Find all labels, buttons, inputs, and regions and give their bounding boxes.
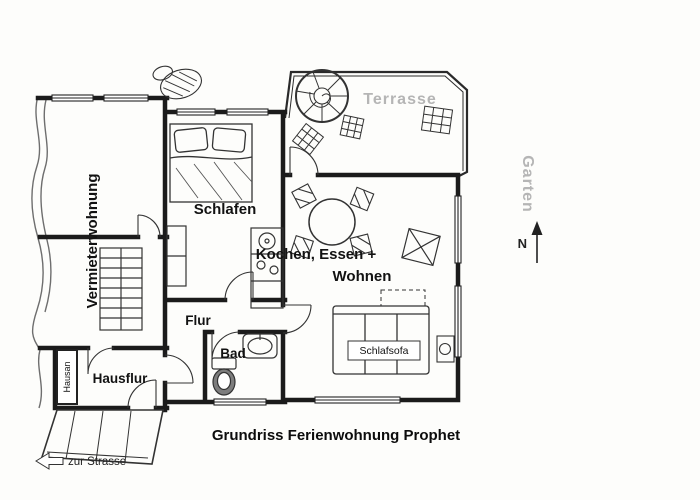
dresser [166,225,187,287]
hausan-box [56,349,78,405]
entrance-porch [40,409,164,465]
spiral-stair [295,69,349,123]
garden-label: Garten [519,155,536,213]
north-arrow: N [518,221,543,263]
hallway-label: Flur [185,313,211,328]
compass-north-label: N [518,236,527,251]
sofa-bed [332,289,430,375]
landlord-flat-label: Vermieterwohnung [84,173,101,308]
door-swings [87,146,319,409]
living-kitchen-label-line2: Wohnen [333,268,392,285]
sofa-bed-label: Schlafsofa [359,345,408,357]
bush [152,65,202,100]
dining-table [289,183,375,260]
walls [35,95,461,413]
plan-title: Grundriss Ferienwohnung Prophet [212,427,460,444]
terrace-table [420,105,454,135]
terrace-chair-left [291,122,325,156]
windows [51,94,462,406]
living-kitchen-label-line1: Kochen, Essen + [256,246,377,263]
terrace-outline [283,70,469,177]
kitchen-unit [250,227,284,309]
hausan-label: Hausan [62,361,72,392]
toilet [211,357,237,396]
staircase [99,247,143,331]
bedroom-label: Schlafen [194,201,257,218]
terrace-label: Terrasse [363,91,437,108]
cut-edge-lines [31,95,52,409]
street-arrow-icon [35,452,64,470]
side-table [436,335,455,363]
bathroom-sink [242,333,278,359]
double-bed [169,123,253,203]
house-hallway-label: Hausflur [93,371,149,386]
armchair [401,227,441,267]
dining-chairs [289,183,375,260]
bathroom-label: Bad [220,346,246,361]
street-note-label: zur Strasse [68,456,126,468]
terrace-chair-right [339,114,365,140]
